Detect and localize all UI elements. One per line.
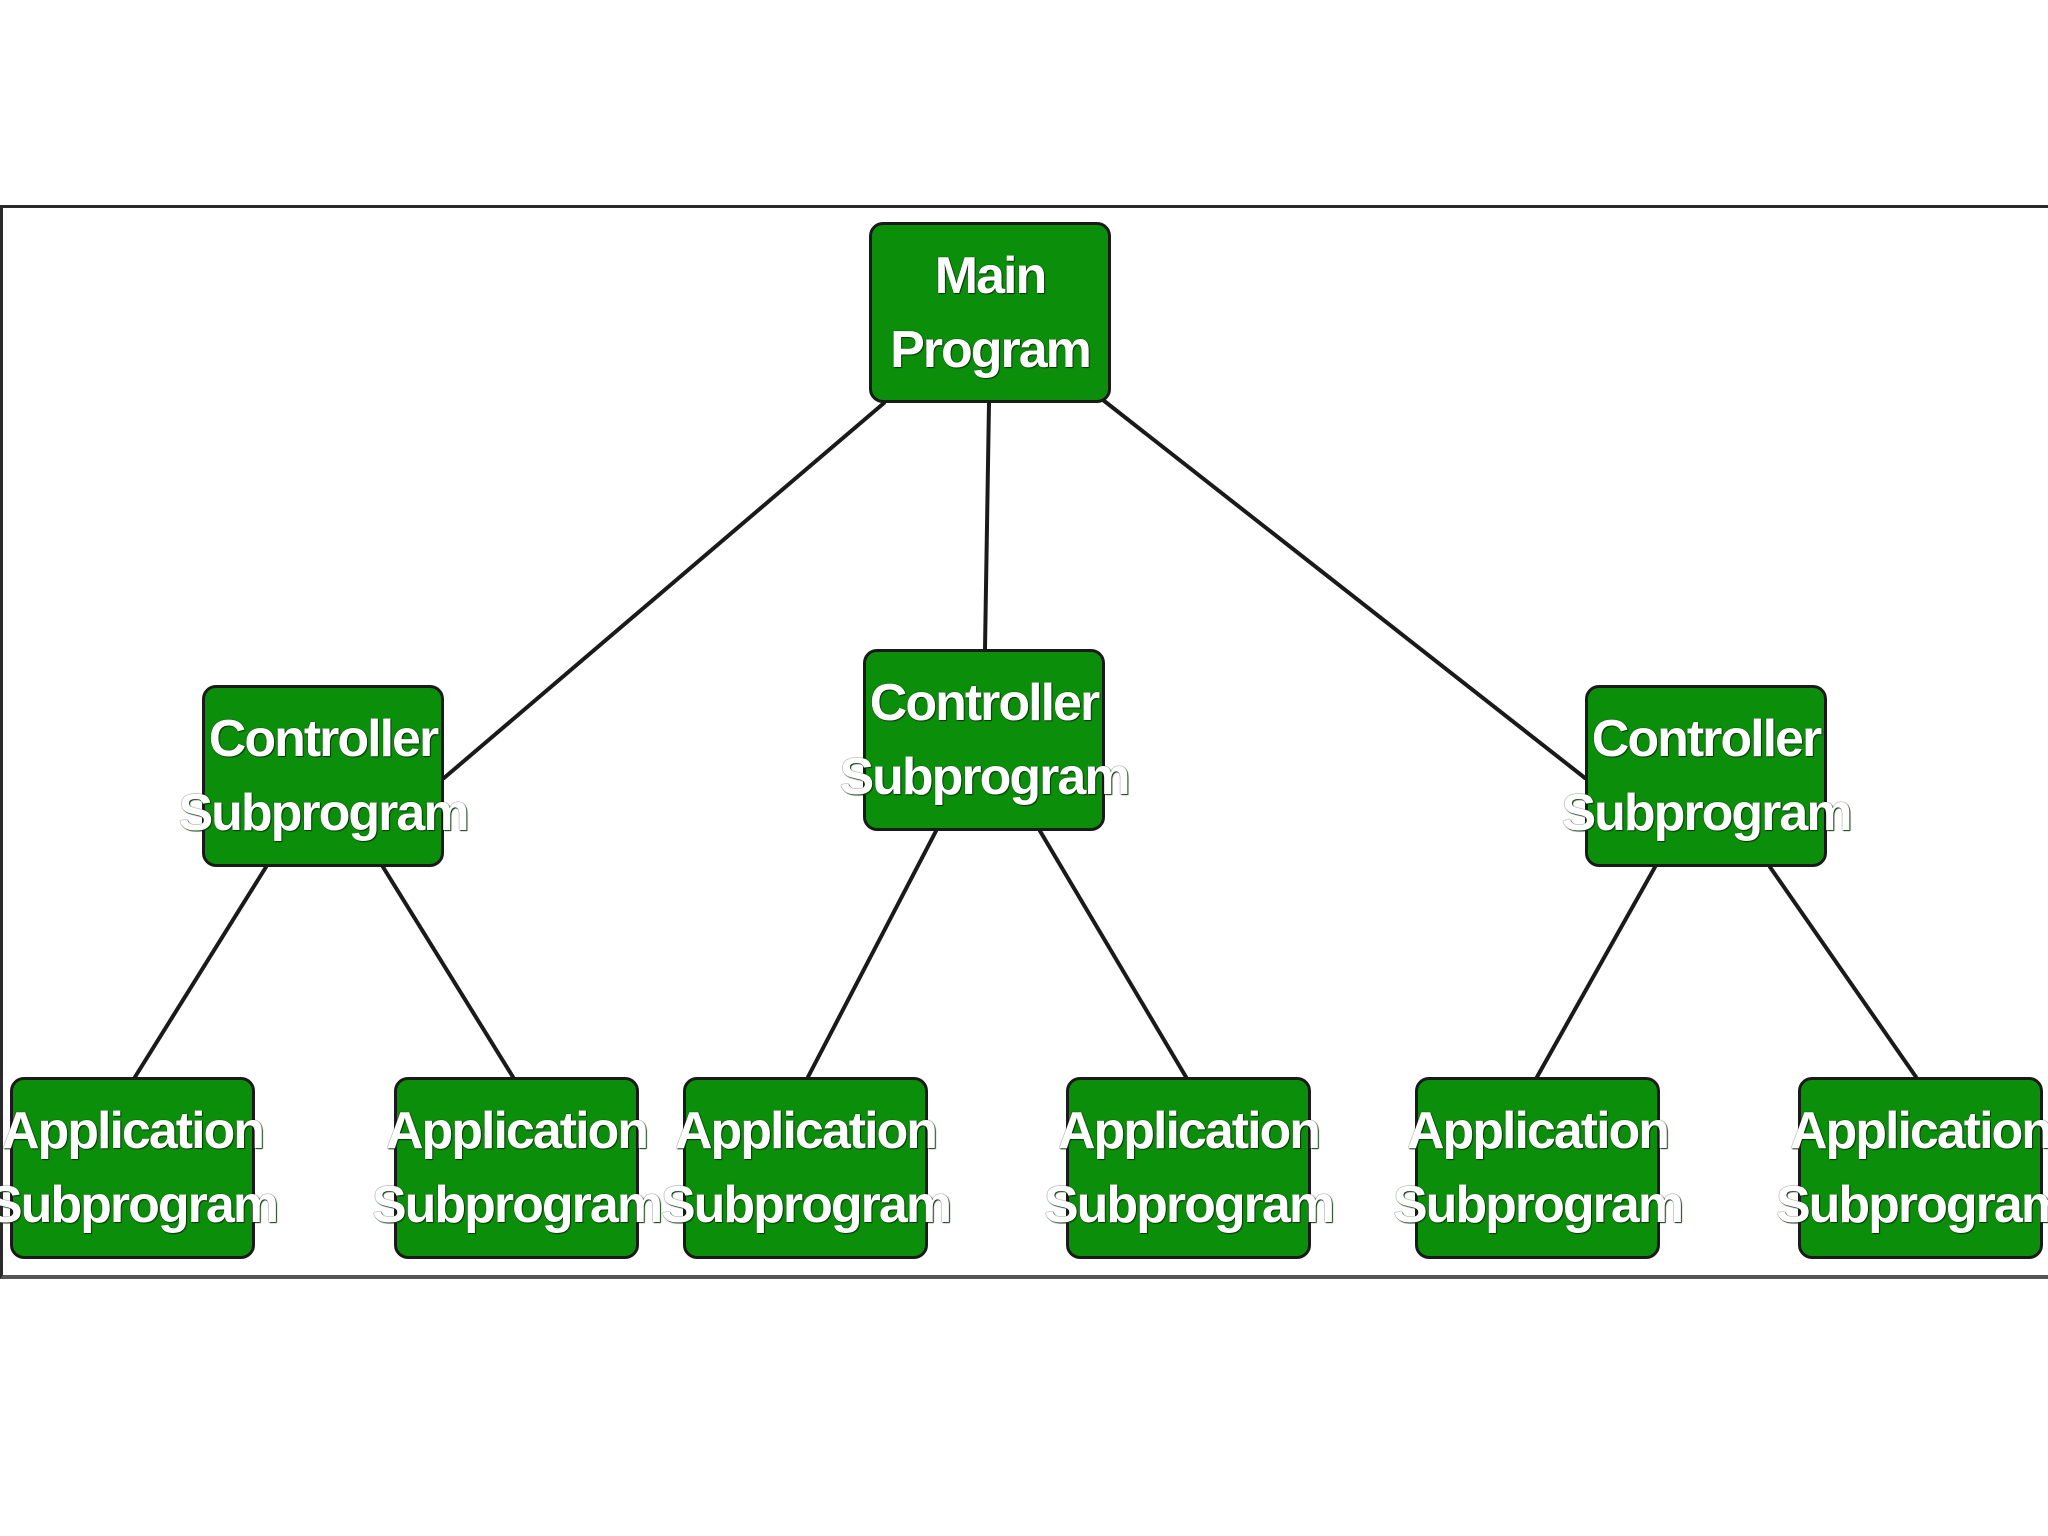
node-label-line1: Application bbox=[1406, 1102, 1670, 1160]
node-label-line1: Application bbox=[1057, 1102, 1321, 1160]
controller-subprogram-node-1: Controller Subprogram bbox=[178, 685, 470, 867]
edge-controller-1-to-application-2 bbox=[381, 865, 515, 1079]
main-program-node: Main Program bbox=[869, 222, 1111, 403]
edge-controller-2-to-application-4 bbox=[1038, 829, 1188, 1079]
edge-controller-1-to-application-1 bbox=[133, 865, 268, 1079]
edge-controller-2-to-application-3 bbox=[806, 829, 938, 1079]
node-label-line2: Subprogram bbox=[1775, 1176, 2048, 1234]
node-label-line2: Subprogram bbox=[660, 1176, 952, 1234]
node-label-line1: Controller bbox=[869, 674, 1100, 732]
node-label-line2: Subprogram bbox=[371, 1176, 663, 1234]
controller-subprogram-node-3: Controller Subprogram bbox=[1561, 685, 1853, 867]
application-subprogram-node-4: Application Subprogram bbox=[1044, 1077, 1335, 1259]
node-label-line2: Subprogram bbox=[1392, 1176, 1684, 1234]
node-label-line1: Application bbox=[1, 1102, 265, 1160]
edge-main-to-controller-2 bbox=[983, 401, 991, 651]
controller-subprogram-node-2: Controller Subprogram bbox=[839, 649, 1131, 831]
edge-main-to-controller-1 bbox=[442, 401, 886, 780]
application-subprogram-node-3: Application Subprogram bbox=[661, 1077, 952, 1259]
node-label-line1: Main bbox=[934, 246, 1047, 305]
node-label-line1: Application bbox=[674, 1102, 938, 1160]
edge-controller-3-to-application-6 bbox=[1768, 865, 1918, 1079]
node-label-line2: Program bbox=[890, 320, 1092, 379]
node-label-line2: Subprogram bbox=[178, 784, 469, 842]
edge-main-to-controller-3 bbox=[1101, 398, 1587, 780]
application-subprogram-node-6: Application Subprogram bbox=[1776, 1077, 2048, 1259]
node-label-line1: Application bbox=[385, 1102, 649, 1160]
node-label-line1: Application bbox=[1789, 1102, 2048, 1160]
node-label-line2: Subprogram bbox=[1561, 784, 1852, 842]
node-label-line2: Subprogram bbox=[839, 748, 1130, 806]
node-label-line1: Controller bbox=[208, 710, 439, 768]
node-label-line1: Controller bbox=[1591, 710, 1822, 768]
edge-controller-3-to-application-5 bbox=[1535, 865, 1657, 1079]
application-subprogram-node-5: Application Subprogram bbox=[1393, 1077, 1684, 1259]
node-label-line2: Subprogram bbox=[0, 1176, 279, 1234]
application-subprogram-node-2: Application Subprogram bbox=[372, 1077, 663, 1259]
node-label-line2: Subprogram bbox=[1043, 1176, 1335, 1234]
application-subprogram-node-1: Application Subprogram bbox=[0, 1077, 279, 1259]
